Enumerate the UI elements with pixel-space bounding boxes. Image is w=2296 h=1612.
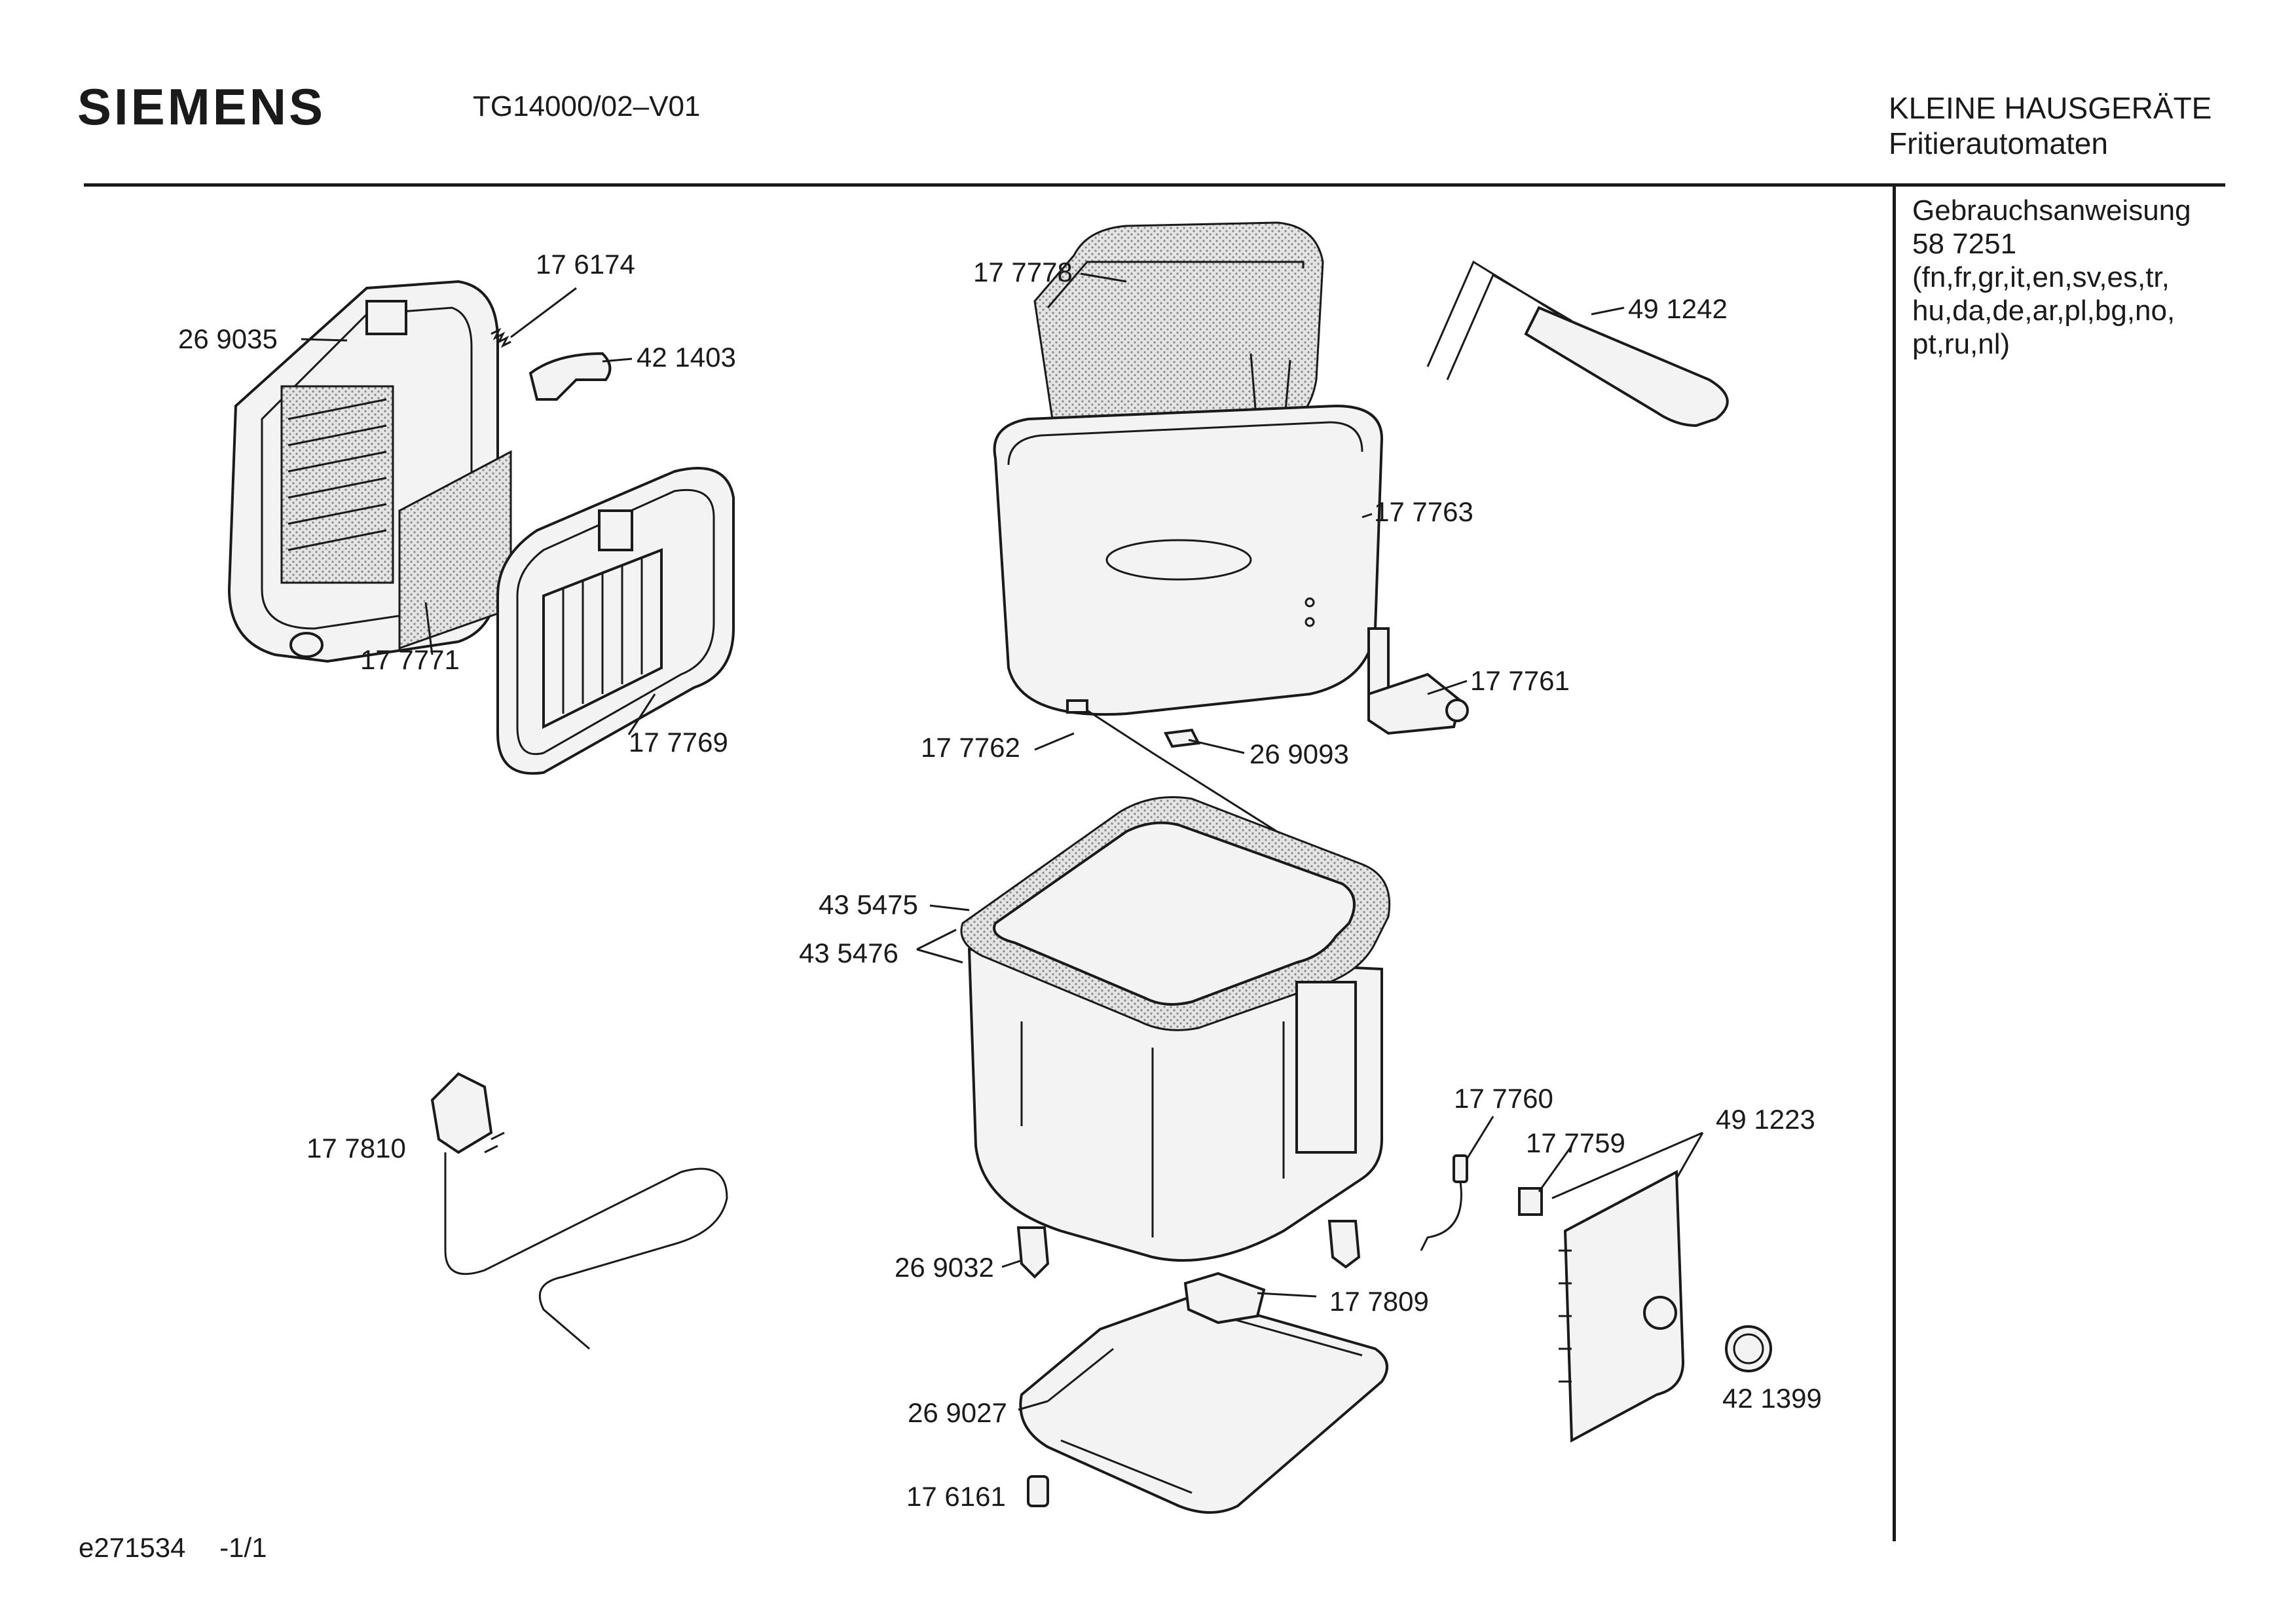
- manual-reference: Gebrauchsanweisung 58 7251 (fn,fr,gr,it,…: [1912, 194, 2191, 361]
- category: KLEINE HAUSGERÄTE: [1889, 91, 2212, 125]
- label-17-6174: 17 6174: [536, 249, 635, 280]
- label-49-1242: 49 1242: [1628, 293, 1728, 324]
- label-26-9027: 26 9027: [908, 1397, 1007, 1428]
- label-43-5475: 43 5475: [819, 889, 918, 920]
- manual-number: 58 7251: [1912, 228, 2017, 260]
- label-43-5476: 43 5476: [799, 938, 898, 968]
- manual-languages-2: hu,da,de,ar,pl,bg,no,: [1912, 295, 2176, 327]
- leader-lines: [301, 272, 1704, 1411]
- power-cord-drawing: [430, 1072, 728, 1350]
- base-plate-drawing: [1019, 1272, 1388, 1514]
- label-17-7771: 17 7771: [360, 644, 460, 675]
- housing-drawing: [960, 796, 1391, 1262]
- label-17-7809: 17 7809: [1329, 1286, 1429, 1317]
- control-panel-drawing: [1559, 1169, 1685, 1443]
- label-49-1223: 49 1223: [1716, 1104, 1815, 1135]
- label-26-9093: 26 9093: [1250, 739, 1349, 769]
- sidebar-divider: [1893, 186, 1896, 1541]
- label-17-7769: 17 7769: [629, 727, 728, 758]
- label-17-7763: 17 7763: [1374, 496, 1473, 527]
- label-26-9035: 26 9035: [178, 323, 278, 354]
- basket-handle-drawing: [1426, 260, 1729, 428]
- label-17-6161: 17 6161: [906, 1481, 1006, 1512]
- label-17-7761: 17 7761: [1470, 665, 1570, 696]
- model-number: TG14000/02–V01: [473, 90, 701, 122]
- footer: e271534 -1/1: [79, 1532, 293, 1564]
- manual-languages-3: pt,ru,nl): [1912, 328, 2010, 360]
- label-17-7762: 17 7762: [921, 732, 1020, 763]
- indicator-lamp-drawing: [1518, 1187, 1543, 1216]
- oil-container-drawing: [993, 404, 1384, 716]
- category-block: KLEINE HAUSGERÄTE Fritierautomaten: [1889, 90, 2212, 161]
- lid-button-drawing: [528, 352, 612, 401]
- label-42-1403: 42 1403: [637, 342, 736, 373]
- foot-drawing: [1016, 1220, 1361, 1279]
- label-17-7810: 17 7810: [306, 1133, 406, 1163]
- manual-languages-1: (fn,fr,gr,it,en,sv,es,tr,: [1912, 261, 2170, 293]
- control-knob-drawing: [1725, 1325, 1772, 1372]
- header-divider: [84, 183, 2225, 187]
- label-17-7760: 17 7760: [1454, 1083, 1553, 1114]
- label-17-7778: 17 7778: [973, 257, 1073, 287]
- label-17-7759: 17 7759: [1526, 1127, 1625, 1158]
- page-indicator: -1/1: [219, 1532, 267, 1563]
- manual-title: Gebrauchsanweisung: [1912, 194, 2191, 227]
- thermostat-drawing: [1367, 627, 1469, 735]
- indicator-wire-drawing: [1420, 1154, 1468, 1251]
- cap-drawing: [1027, 1475, 1049, 1507]
- lid-window-drawing: [496, 467, 735, 775]
- document-id: e271534: [79, 1532, 186, 1563]
- exploded-parts-diagram: 17 6174 26 9035 42 1403 17 7771 17 7769 …: [178, 221, 1822, 1514]
- subcategory: Fritierautomaten: [1889, 126, 2108, 160]
- label-42-1399: 42 1399: [1722, 1383, 1822, 1414]
- label-26-9032: 26 9032: [895, 1252, 994, 1283]
- brand-logo: SIEMENS: [77, 78, 326, 136]
- spring-drawing: [491, 327, 511, 348]
